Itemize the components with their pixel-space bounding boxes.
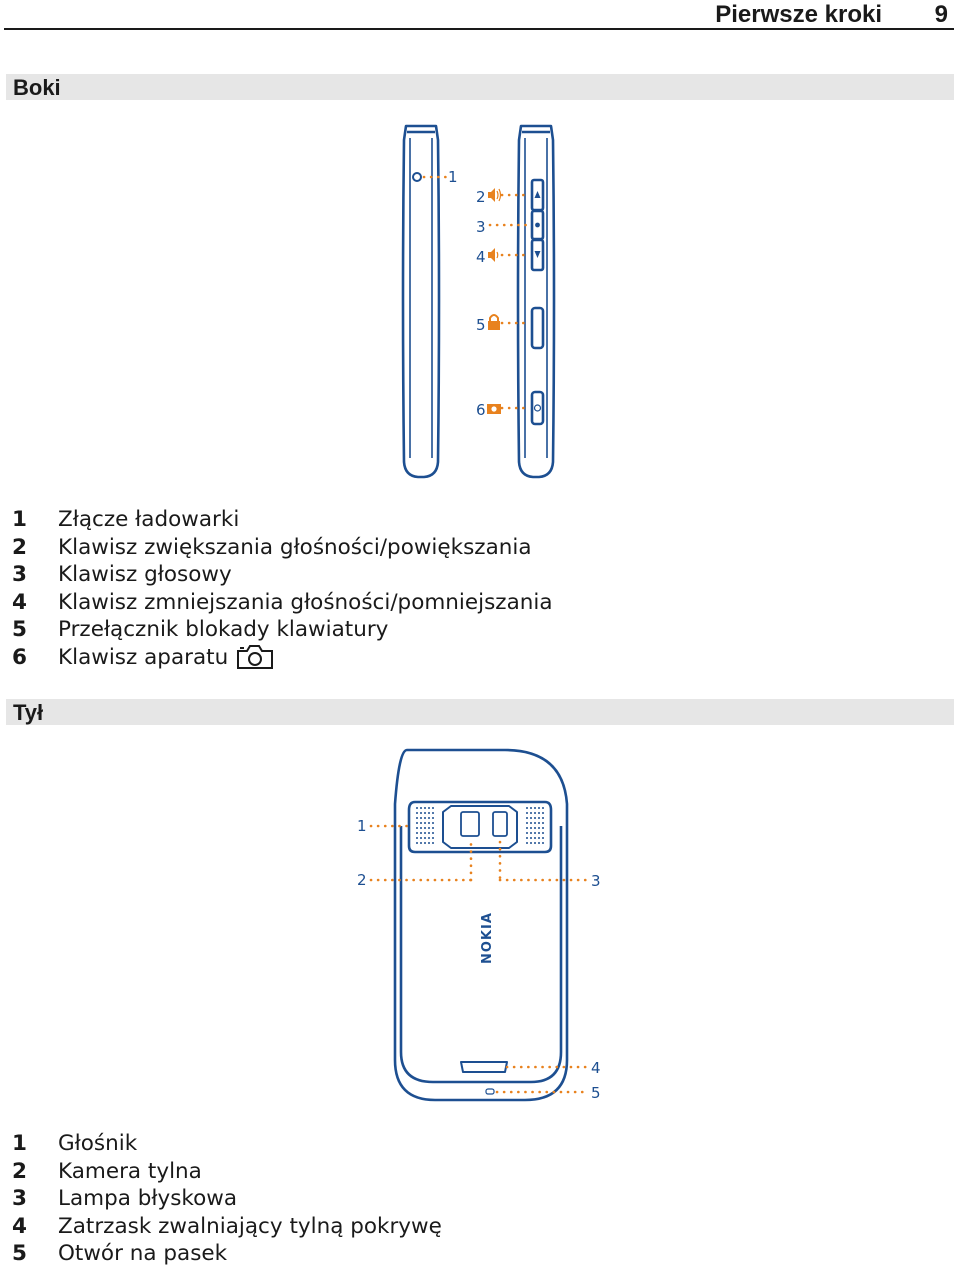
- camera-icon: [487, 404, 501, 414]
- strap-hole: [485, 1088, 495, 1095]
- back-cover: [399, 826, 563, 1084]
- camera-module: [407, 800, 553, 854]
- volume-down-icon: [488, 248, 499, 262]
- callout-2: 2: [476, 188, 486, 206]
- callout-2: 2: [357, 871, 367, 889]
- page-number: 9: [934, 1, 948, 28]
- camera-icon: [237, 645, 274, 670]
- chapter-title: Pierwsze kroki: [715, 1, 882, 28]
- volume-up-icon: [488, 188, 502, 202]
- speaker-grille: [416, 807, 544, 844]
- callout-3: 3: [591, 872, 601, 890]
- brand-logo: NOKIA: [480, 912, 495, 964]
- callout-6: 6: [476, 401, 486, 419]
- rear-camera: [460, 811, 480, 837]
- cover-release-latch: [460, 1061, 508, 1073]
- phone-back-body: [393, 748, 569, 1102]
- callout-1: 1: [448, 168, 458, 186]
- callout-4: 4: [476, 248, 486, 266]
- callout-3: 3: [476, 218, 486, 236]
- phone-right-side: [516, 124, 556, 479]
- flash: [492, 811, 508, 837]
- section-title: Boki: [13, 75, 61, 100]
- sides-diagram: 1 2 3 4 5 6: [401, 124, 556, 479]
- volume-down-key: [530, 238, 545, 272]
- callout-4: 4: [591, 1059, 601, 1077]
- back-diagram: NOKIA 1 2 3 4 5: [357, 748, 601, 1102]
- section-heading-back: Tył: [6, 699, 954, 725]
- camera-key: [530, 390, 545, 426]
- page-header: Pierwsze kroki 9: [4, 0, 954, 30]
- lock-icon: [488, 314, 500, 330]
- section-title: Tył: [13, 700, 44, 725]
- lock-switch: [530, 306, 545, 350]
- section-heading-sides: Boki: [6, 74, 954, 100]
- callout-1: 1: [357, 817, 367, 835]
- callout-5: 5: [476, 316, 486, 334]
- charger-port: [412, 172, 422, 182]
- phone-left-side: [401, 124, 441, 479]
- callout-5: 5: [591, 1084, 601, 1102]
